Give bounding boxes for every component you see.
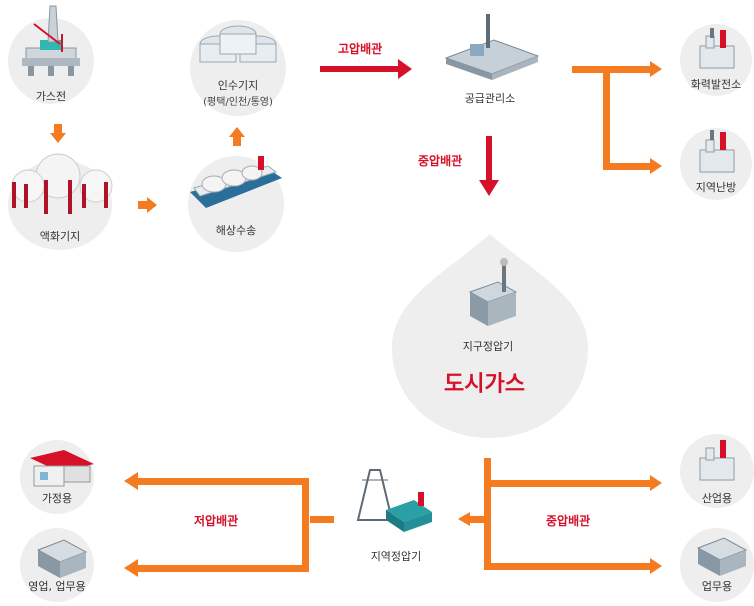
commercial-building-icon (36, 539, 88, 578)
supply-office-label: 공급관리소 (464, 92, 516, 105)
arrow-high-pressure (320, 59, 412, 79)
industrial-icon (699, 440, 735, 481)
city-gas-drop (392, 234, 588, 438)
house-icon (30, 450, 94, 487)
arrow-shipping-to-receiving (229, 127, 245, 146)
liquefaction-tanks-icon (11, 153, 113, 214)
shipping-label: 해상수송 (215, 224, 257, 237)
medium-pressure-label-upper: 중압배관 (418, 154, 463, 168)
power-plant-icon (699, 28, 735, 69)
business-building-icon (696, 537, 748, 576)
regional-regulator-icon (356, 469, 432, 532)
branch-regional-to-household (124, 472, 334, 577)
branch-regional-to-industrial (458, 458, 662, 574)
regional-regulator-label: 지역정압기 (370, 550, 422, 563)
household-label: 가정용 (41, 492, 73, 505)
district-heating-label: 지역난방 (695, 181, 737, 194)
supply-office-icon (444, 14, 540, 80)
lng-ship-icon (190, 156, 282, 208)
medium-pressure-label-lower: 중압배관 (546, 514, 591, 528)
receiving-tanks-icon (199, 25, 277, 63)
commercial-label: 영업, 업무용 (28, 580, 86, 593)
power-plant-label: 화력발전소 (690, 78, 742, 91)
industrial-label: 산업용 (701, 492, 733, 505)
district-regulator-label: 지구정압기 (462, 340, 514, 353)
high-pressure-label: 고압배관 (338, 42, 383, 56)
liquefaction-label: 액화기지 (39, 230, 81, 243)
gas-field-label: 가스전 (35, 90, 67, 103)
district-heating-icon (699, 130, 735, 173)
arrow-liquefaction-to-shipping (138, 197, 157, 213)
city-gas-title: 도시가스 (444, 372, 525, 397)
gas-rig-icon (22, 5, 80, 76)
receiving-sublabel: (평택/인천/통영) (203, 97, 273, 108)
arrow-gasfield-to-liquefaction (50, 124, 66, 143)
arrow-medium-pressure-down (479, 136, 499, 196)
district-regulator-icon (468, 258, 518, 326)
receiving-label: 인수기지 (217, 79, 259, 92)
branch-supply-to-power (572, 61, 662, 174)
low-pressure-label: 저압배관 (194, 514, 239, 528)
business-label: 업무용 (701, 580, 733, 593)
